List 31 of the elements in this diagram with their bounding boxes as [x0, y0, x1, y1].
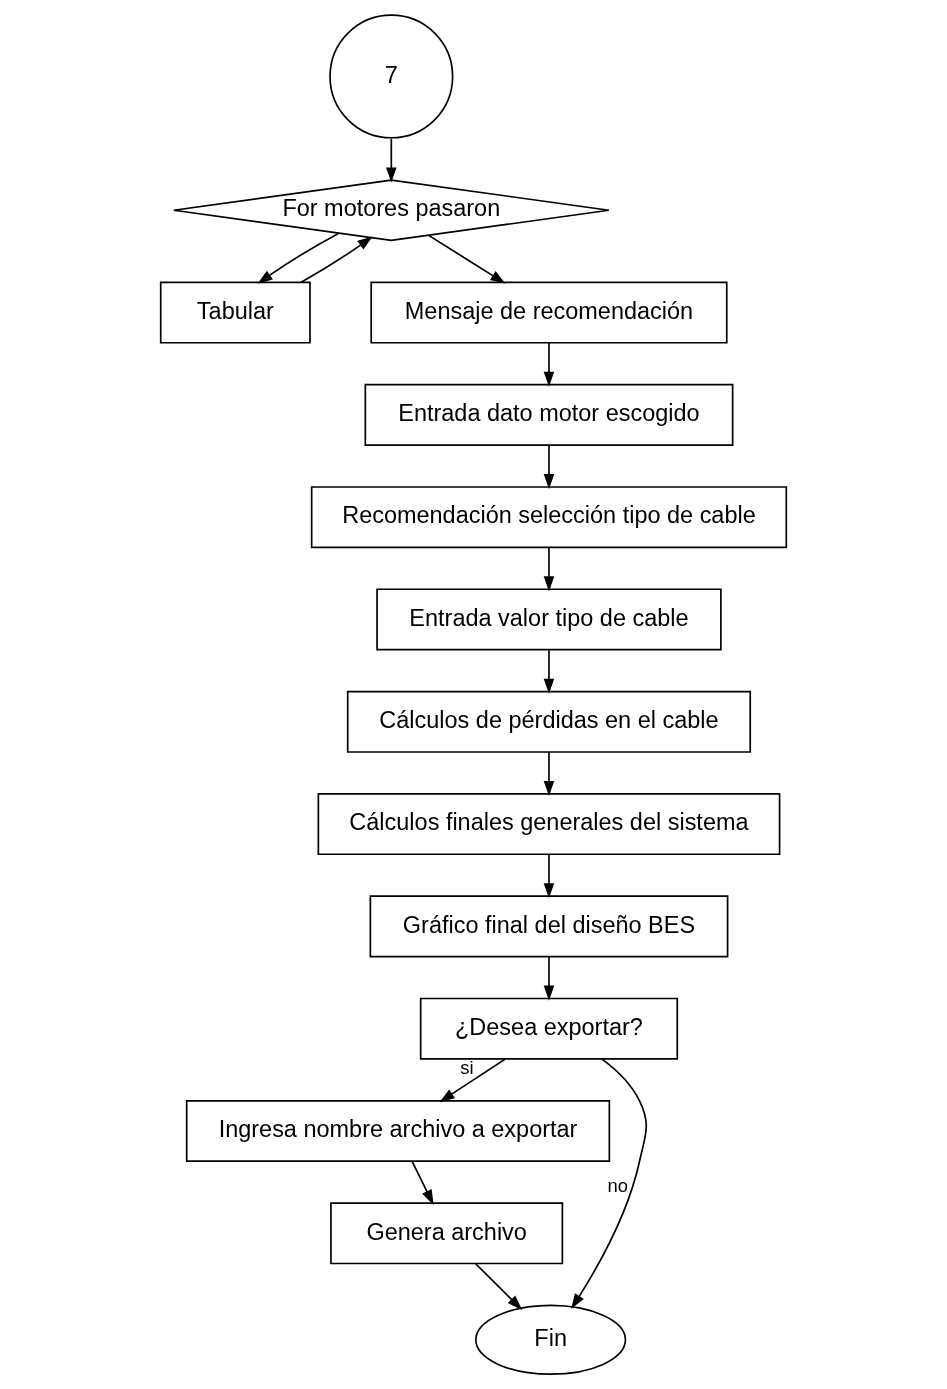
node-circle: 7 — [329, 14, 454, 139]
arrow — [571, 1058, 648, 1309]
arrow — [257, 232, 340, 284]
arrow — [543, 955, 555, 1001]
node-ellipse: Fin — [475, 1304, 627, 1376]
node-box: ¿Desea exportar? — [419, 997, 679, 1060]
node-box: Ingresa nombre archivo a exportar — [185, 1100, 611, 1163]
node-box: Entrada valor tipo de cable — [376, 588, 722, 651]
node-box: Recomendación selección tipo de cable — [310, 486, 788, 549]
node-box: Entrada dato motor escogido — [364, 383, 734, 446]
arrow — [543, 444, 555, 490]
arrow — [427, 234, 506, 284]
arrow — [411, 1160, 434, 1205]
arrow — [439, 1058, 507, 1103]
edge-label: no — [607, 1175, 629, 1197]
arrow — [300, 236, 373, 284]
node-box: Mensaje de recomendación — [370, 281, 728, 344]
node-diamond: For motores pasaron — [172, 179, 610, 242]
arrow — [386, 137, 397, 183]
node-box: Tabular — [159, 281, 311, 344]
edge-label: si — [460, 1057, 474, 1079]
node-box: Genera archivo — [330, 1202, 564, 1265]
node-box: Gráfico final del diseño BES — [369, 895, 729, 958]
node-box: Cálculos finales generales del sistema — [317, 793, 781, 856]
node-box: Cálculos de pérdidas en el cable — [346, 690, 752, 753]
arrow — [543, 342, 555, 387]
arrow — [543, 546, 555, 592]
arrow — [543, 751, 555, 797]
arrow — [543, 648, 555, 694]
arrow — [543, 853, 555, 899]
arrow — [474, 1262, 523, 1310]
